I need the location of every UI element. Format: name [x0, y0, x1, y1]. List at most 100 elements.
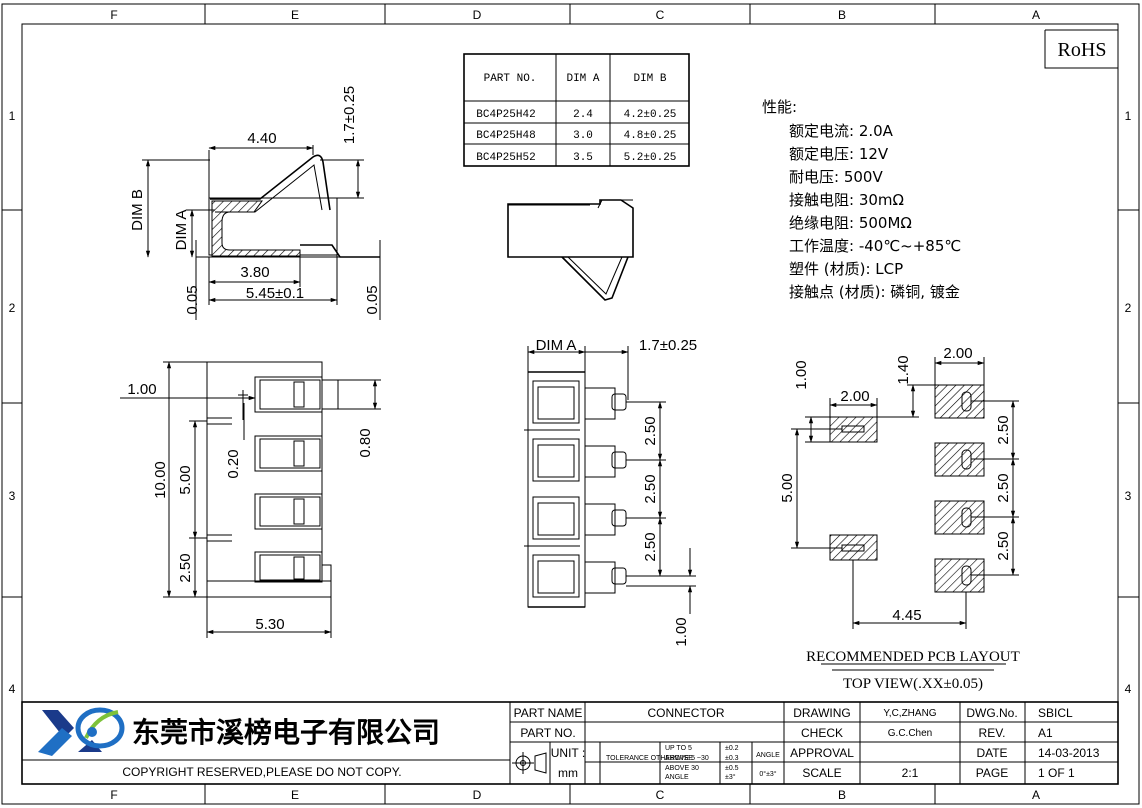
tolerance-value: ±3° [725, 773, 736, 781]
isometric-view [507, 199, 634, 301]
dim-2-50: 2.50 [177, 553, 194, 582]
tolerance-range: ABOVE 30 [665, 765, 699, 772]
dim-pitch: 2.50 [995, 415, 1012, 444]
contact-pocket [254, 551, 323, 583]
contact-slot [532, 496, 627, 540]
tolerance-value: ±0.2 [725, 745, 739, 752]
zone-number: 4 [9, 682, 16, 696]
zone-number: 1 [1125, 109, 1132, 123]
table-cell: 3.5 [573, 152, 593, 164]
table-cell: 5.2±0.25 [624, 152, 677, 164]
zone-number: 2 [9, 301, 16, 315]
tolerance-value: ±0.5 [725, 765, 739, 772]
dim-4-45: 4.45 [892, 607, 921, 624]
zone-letter: A [1032, 8, 1040, 22]
zone-letter: A [1032, 788, 1040, 802]
zone-letter: F [110, 8, 117, 22]
zone-letter: B [838, 788, 846, 802]
rohs-mark: RoHS [1044, 29, 1119, 69]
pcb-layout: 1.40 2.00 1.00 2.00 5.00 2.50 2.50 2.50 … [779, 345, 1020, 692]
dim-10-00: 10.00 [152, 461, 169, 499]
dim-pitch: 2.50 [642, 416, 659, 445]
page-value: 1 OF 1 [1038, 766, 1075, 780]
zone-letter: B [838, 8, 846, 22]
drawing-label: DRAWING [793, 706, 851, 720]
dim-0-05-right: 0.05 [364, 285, 381, 314]
zone-number: 3 [9, 489, 16, 503]
dim-2-00-top: 2.00 [943, 345, 972, 362]
dim-1-7: 1.7±0.25 [341, 86, 358, 144]
contact-pocket [254, 493, 323, 530]
part-no-label: PART NO. [520, 726, 575, 740]
side-view: 4.40 1.7±0.25 DIM B DIM A 3.80 5.45±0.1 … [129, 86, 381, 320]
dim-2-00: 2.00 [840, 388, 869, 405]
company-logo [38, 707, 125, 756]
title-block: 东莞市溪榜电子有限公司 COPYRIGHT RESERVED,PLEASE DO… [21, 701, 1119, 785]
company-name-text: 东莞市溪榜电子有限公司 [132, 716, 440, 749]
table-header: PART NO. [484, 73, 537, 85]
projection-symbol-icon [512, 752, 547, 774]
dim-a-label: DIM A [173, 210, 190, 251]
dim-5-45: 5.45±0.1 [246, 285, 304, 302]
approval-label: APPROVAL [790, 746, 854, 760]
table-header: DIM B [633, 73, 666, 85]
dim-pitch: 2.50 [995, 473, 1012, 502]
spec-line: 接触点 (材质): 磷铜, 镀金 [789, 283, 960, 301]
dim-4-40: 4.40 [247, 130, 276, 147]
copyright-notice: COPYRIGHT RESERVED,PLEASE DO NOT COPY. [122, 765, 401, 779]
zone-number: 3 [1125, 489, 1132, 503]
table-cell: 3.0 [573, 130, 593, 142]
table-cell: 2.4 [573, 109, 593, 121]
pcb-title: RECOMMENDED PCB LAYOUT [806, 649, 1020, 665]
zone-letter: C [656, 8, 665, 22]
zone-letter: E [291, 788, 299, 802]
zone-number: 1 [9, 109, 16, 123]
rohs-label: RoHS [1058, 39, 1107, 61]
dim-1-7: 1.7±0.25 [639, 337, 697, 354]
zone-letter: C [656, 788, 665, 802]
dim-5-00: 5.00 [177, 465, 194, 494]
zone-number: 4 [1125, 682, 1132, 696]
rev-label: REV. [979, 726, 1006, 740]
part-name-label: PART NAME [514, 706, 583, 720]
contact-slot [532, 554, 627, 598]
contact-pocket [254, 376, 339, 413]
zone-numbers: 1 2 3 4 1 2 3 4 [9, 109, 1132, 696]
spec-line: 塑件 (材质): LCP [789, 260, 903, 278]
dim-0-80: 0.80 [357, 428, 374, 457]
table-cell: 4.8±0.25 [624, 130, 677, 142]
tolerance-value: ±0.3 [725, 755, 739, 762]
check-label: CHECK [801, 726, 843, 740]
spec-line: 接触电阻: 30mΩ [789, 191, 904, 209]
spec-line: 耐电压: 500V [789, 168, 883, 186]
zone-letters-top: F E D C B A [110, 8, 1040, 22]
table-cell: BC4P25H48 [476, 130, 535, 142]
check-value: G.C.Chen [888, 728, 932, 739]
table-header: DIM A [566, 73, 599, 85]
dim-a-label: DIM A [536, 337, 577, 354]
dim-0-20: 0.20 [225, 449, 242, 478]
scale-value: 2:1 [902, 766, 919, 780]
dim-pitch: 2.50 [642, 474, 659, 503]
spec-line: 工作温度: -40℃~+85℃ [789, 237, 961, 255]
tolerance-label: TOLERANCE OTHERWISE [606, 755, 693, 762]
dwg-no-label: DWG.No. [966, 706, 1017, 720]
zone-number: 2 [1125, 301, 1132, 315]
top-view: 1.00 10.00 5.00 0.20 2.50 0.80 5.30 [120, 361, 381, 638]
table-cell: 4.2±0.25 [624, 109, 677, 121]
rev-value: A1 [1038, 726, 1053, 740]
unit-label: UNIT : [551, 746, 585, 760]
spec-line: 额定电流: 2.0A [789, 122, 894, 140]
front-view: DIM A 1.7±0.25 2.50 2.50 2.50 1.00 [524, 337, 697, 647]
contact-pocket [254, 435, 323, 472]
page-label: PAGE [976, 766, 1008, 780]
company-name: 东莞市溪榜电子有限公司 [132, 716, 440, 749]
scale-label: SCALE [802, 766, 841, 780]
zone-letter: E [291, 8, 299, 22]
contact-slot [532, 438, 627, 482]
dim-1-00: 1.00 [127, 381, 156, 398]
dwg-no-value: SBICL [1038, 706, 1073, 720]
zone-letter: D [473, 8, 482, 22]
date-label: DATE [976, 746, 1007, 760]
